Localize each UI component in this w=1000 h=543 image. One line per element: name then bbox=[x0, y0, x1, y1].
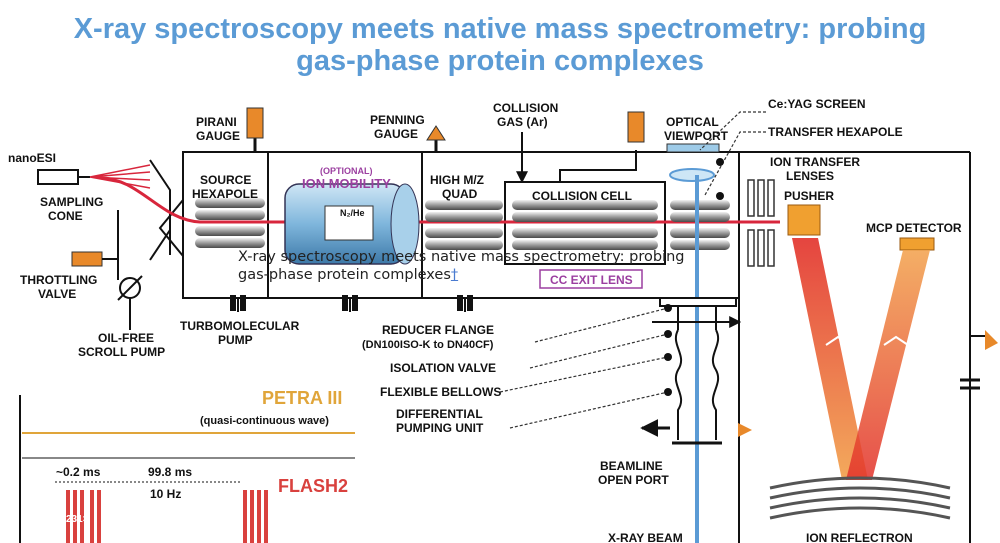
caption-text: X-ray spectroscopy meets native mass spe… bbox=[238, 249, 685, 283]
label-collision-gas-2: GAS (Ar) bbox=[497, 115, 548, 129]
label-collision-gas-1: COLLISION bbox=[493, 101, 558, 115]
collision-cell-rods bbox=[512, 200, 658, 250]
label-optical-1: OPTICAL bbox=[666, 115, 719, 129]
label-pirani-2: GAUGE bbox=[196, 129, 240, 143]
ion-transfer-lenses bbox=[747, 179, 775, 267]
optical-viewport bbox=[666, 143, 720, 182]
slide-title-line2: gas-phase protein complexes bbox=[296, 45, 704, 77]
label-mcp: MCP DETECTOR bbox=[866, 221, 962, 235]
label-beamline-2: OPEN PORT bbox=[598, 473, 669, 487]
label-beamline-1: BEAMLINE bbox=[600, 459, 663, 473]
label-petra-sub: (quasi-continuous wave) bbox=[200, 415, 329, 427]
tof-pump-port bbox=[960, 330, 998, 390]
label-penning-1: PENNING bbox=[370, 113, 425, 127]
label-turbo-1: TURBOMOLECULAR bbox=[180, 319, 300, 333]
label-source-1: SOURCE bbox=[200, 173, 251, 187]
label-reducer-1: REDUCER FLANGE bbox=[382, 323, 494, 337]
caption-dagger-link[interactable]: † bbox=[450, 267, 459, 283]
label-pusher: PUSHER bbox=[784, 189, 834, 203]
label-count: 231× bbox=[66, 514, 89, 525]
label-optical-2: VIEWPORT bbox=[664, 129, 729, 143]
penning-gauge bbox=[426, 125, 446, 152]
ion-beam bbox=[99, 176, 780, 224]
label-source-2: HEXAPOLE bbox=[192, 187, 258, 201]
collision-cell-gauge bbox=[559, 111, 645, 182]
cc-exit-lens-box bbox=[539, 269, 643, 289]
pusher bbox=[787, 204, 821, 236]
label-ion-transfer-1: ION TRANSFER bbox=[770, 155, 860, 169]
vacuum-housing bbox=[158, 151, 971, 543]
timing-panel bbox=[19, 395, 355, 543]
label-diff-2: PUMPING UNIT bbox=[396, 421, 484, 435]
label-isolation: ISOLATION VALVE bbox=[390, 361, 496, 375]
label-ceyag: Ce:YAG SCREEN bbox=[768, 97, 866, 111]
figure-caption-overlay: X-ray spectroscopy meets native mass spe… bbox=[238, 248, 718, 284]
label-ion-transfer-2: LENSES bbox=[786, 169, 834, 183]
label-diff-1: DIFFERENTIAL bbox=[396, 407, 483, 421]
leader-dots bbox=[664, 158, 724, 396]
ion-reflectron bbox=[769, 476, 951, 520]
source-hexapole bbox=[195, 198, 265, 248]
slide-title-line1: X-ray spectroscopy meets native mass spe… bbox=[73, 13, 927, 45]
leader-lines bbox=[499, 111, 766, 429]
label-n2he: N₂/He bbox=[340, 208, 365, 218]
mcp-detector bbox=[899, 237, 935, 251]
label-t-long: 99.8 ms bbox=[148, 465, 192, 479]
label-oilfree-2: SCROLL PUMP bbox=[78, 345, 165, 359]
nanoesi-emitter bbox=[37, 164, 151, 189]
label-ion-reflectron: ION REFLECTRON bbox=[806, 531, 913, 543]
label-reducer-2: (DN100ISO-K to DN40CF) bbox=[362, 339, 494, 351]
ion-mobility-cell bbox=[284, 183, 420, 265]
label-freq: 10 Hz bbox=[150, 487, 181, 501]
label-turbo-2: PUMP bbox=[218, 333, 253, 347]
label-t-short: ~0.2 ms bbox=[56, 465, 101, 479]
label-nanoesi: nanoESI bbox=[8, 151, 56, 165]
label-flash: FLASH2 bbox=[278, 476, 348, 496]
label-sampling-cone-2: CONE bbox=[48, 209, 83, 223]
label-xray-beam: X-RAY BEAM bbox=[608, 531, 683, 543]
label-bellows: FLEXIBLE BELLOWS bbox=[380, 385, 501, 399]
transfer-hexapole bbox=[670, 200, 730, 250]
label-sampling-cone-1: SAMPLING bbox=[40, 195, 103, 209]
sampling-cone bbox=[117, 159, 171, 280]
label-highmz-2: QUAD bbox=[442, 187, 478, 201]
label-throttling-1: THROTTLING bbox=[20, 273, 97, 287]
label-throttling-2: VALVE bbox=[38, 287, 76, 301]
high-mz-quadrupole bbox=[425, 200, 503, 250]
pirani-gauge bbox=[246, 107, 264, 152]
label-cc-exit: CC EXIT LENS bbox=[550, 273, 633, 287]
label-ion-mobility: ION MOBILITY bbox=[302, 176, 391, 191]
throttling-valve bbox=[71, 251, 143, 330]
label-optional: (OPTIONAL) bbox=[320, 166, 373, 176]
xray-beamline bbox=[640, 175, 752, 543]
tof-flight-path bbox=[792, 238, 930, 480]
label-collision-cell: COLLISION CELL bbox=[532, 189, 632, 203]
turbo-pump-ports bbox=[230, 295, 473, 312]
label-penning-2: GAUGE bbox=[374, 127, 418, 141]
label-transfer-hex: TRANSFER HEXAPOLE bbox=[768, 125, 903, 139]
label-highmz-1: HIGH M/Z bbox=[430, 173, 484, 187]
label-petra: PETRA III bbox=[262, 388, 342, 408]
label-oilfree-1: OIL-FREE bbox=[98, 331, 154, 345]
label-pirani-1: PIRANI bbox=[196, 115, 237, 129]
